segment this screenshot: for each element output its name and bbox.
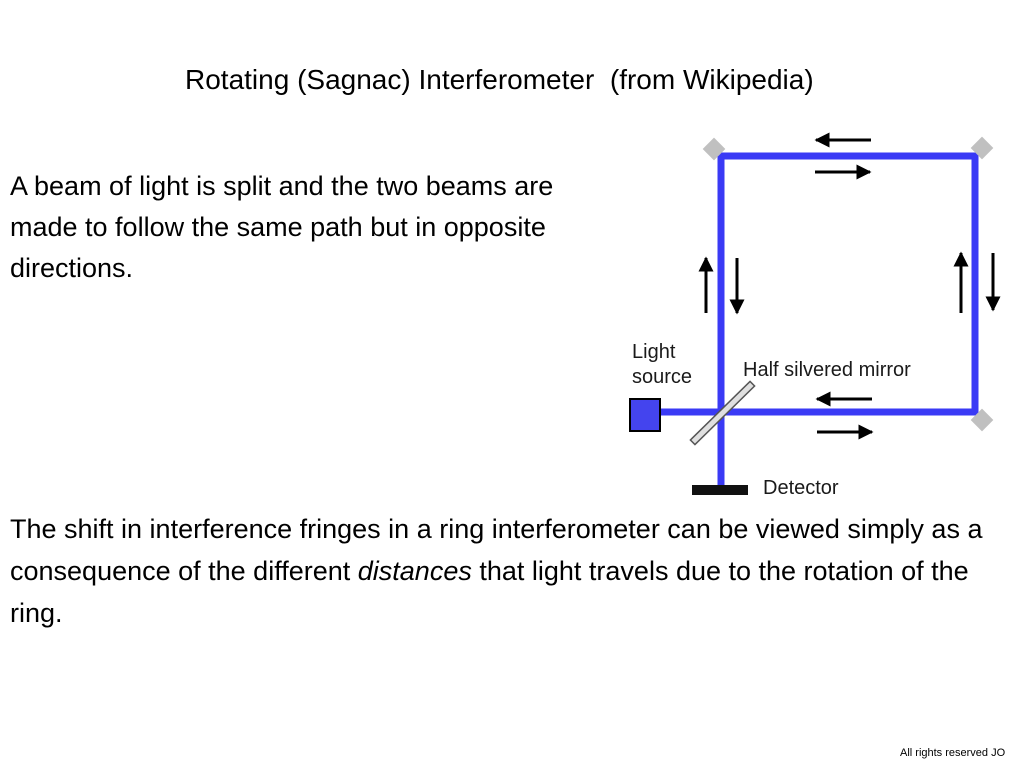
detector-bar	[692, 485, 748, 495]
intro-paragraph: A beam of light is split and the two bea…	[10, 171, 554, 283]
conclusion-text-end: that light travels due to the rotation o…	[10, 556, 969, 628]
sagnac-diagram: Light source Half silvered mirror Detect…	[629, 132, 1001, 499]
conclusion-text-start: The shift in interference fringes in a r…	[10, 514, 983, 586]
footer-copyright: All rights reserved JO	[900, 747, 1006, 759]
direction-arrows	[698, 132, 1001, 440]
beam-path	[641, 152, 979, 491]
conclusion-emphasis: distances	[357, 556, 472, 586]
light-source-box	[629, 398, 661, 432]
label-source: source	[632, 366, 692, 388]
label-detector: Detector	[763, 477, 839, 499]
label-half-silvered-mirror: Half silvered mirror	[743, 359, 911, 381]
mirror-bottom-right	[970, 408, 994, 432]
slide-title: Rotating (Sagnac) Interferometer (from W…	[185, 64, 814, 95]
conclusion-paragraph: The shift in interference fringes in a r…	[10, 508, 1010, 634]
label-light: Light	[632, 341, 676, 363]
